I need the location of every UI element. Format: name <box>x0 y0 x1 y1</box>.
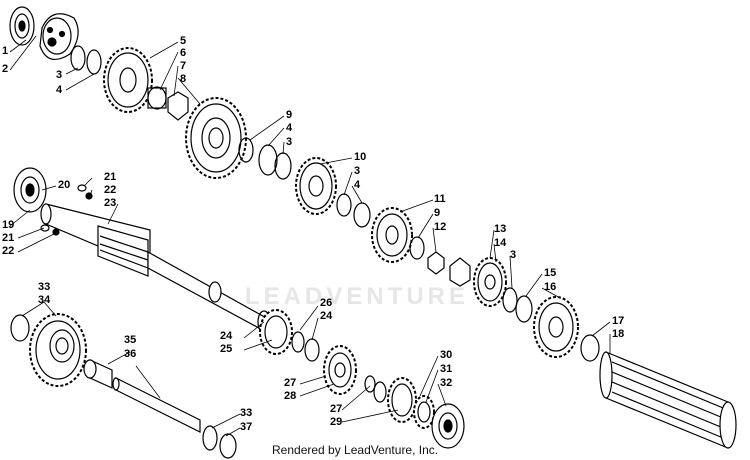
washer-part <box>353 202 371 228</box>
callout-label: 21 <box>2 232 15 244</box>
gear-part-31 <box>413 395 435 429</box>
callout-label: 16 <box>544 281 557 293</box>
pin-part <box>40 224 50 232</box>
callout-label: 9 <box>286 109 293 121</box>
washer-part <box>373 381 387 403</box>
bearing-part-20 <box>13 167 47 213</box>
callout-label: 34 <box>38 294 51 306</box>
callout-label: 3 <box>510 249 517 261</box>
callout-label: 25 <box>220 343 233 355</box>
bearing-part-32 <box>431 403 465 449</box>
callout-label: 23 <box>104 197 117 209</box>
callout-label: 33 <box>38 281 51 293</box>
callout-label: 13 <box>494 223 507 235</box>
callout-label: 32 <box>440 377 453 389</box>
callout-label: 3 <box>354 165 361 177</box>
washer-part <box>10 314 30 342</box>
pin-part <box>52 228 60 236</box>
callout-label: 28 <box>284 390 297 402</box>
callout-label: 14 <box>494 237 507 249</box>
callout-label: 9 <box>434 207 441 219</box>
watermark-text: LEADVENTURE <box>245 283 470 310</box>
hub-plate-part <box>39 13 79 61</box>
callout-label: 18 <box>612 328 625 340</box>
gear-part-8 <box>185 97 247 179</box>
gear-part-13 <box>473 257 507 307</box>
callout-label: 33 <box>240 407 253 419</box>
callout-label: 6 <box>180 47 187 59</box>
callout-label: 22 <box>2 245 15 257</box>
callout-label: 27 <box>330 403 343 415</box>
callout-label: 24 <box>320 310 333 322</box>
gear-part-5 <box>103 47 153 113</box>
splined-washer-part <box>167 91 189 121</box>
leader-lines <box>9 35 611 437</box>
washer-part <box>336 193 352 217</box>
washer-part <box>304 338 320 362</box>
callout-label: 5 <box>180 35 187 47</box>
washer-part <box>274 152 292 180</box>
credit-text: Rendered by LeadVenture, Inc. <box>272 443 439 457</box>
callout-label: 31 <box>440 363 453 375</box>
callout-label: 27 <box>284 377 297 389</box>
bearing-part-1 <box>9 6 35 46</box>
callout-label: 24 <box>220 330 233 342</box>
callout-label: 36 <box>124 348 137 360</box>
washer-part <box>238 137 254 163</box>
callout-label: 2 <box>2 63 9 75</box>
washer-part <box>202 425 218 451</box>
main-shaft-part-23 <box>40 203 271 336</box>
shaft-part-17 <box>599 351 737 449</box>
callout-label: 35 <box>124 334 137 346</box>
washer-part <box>409 236 425 260</box>
callout-label: 37 <box>240 421 253 433</box>
gear-part-34 <box>29 313 87 387</box>
gear-part-10 <box>295 157 337 215</box>
callout-label: 12 <box>434 221 447 233</box>
washer-part <box>258 144 278 176</box>
washer-part <box>70 45 86 71</box>
callout-label: 30 <box>440 349 453 361</box>
washer-part <box>364 375 376 393</box>
callout-label: 10 <box>354 151 367 163</box>
callout-label: 11 <box>434 193 446 205</box>
gear-part-29 <box>387 377 417 423</box>
callout-label: 15 <box>544 267 557 279</box>
washer-part <box>291 331 305 353</box>
callout-label: 20 <box>58 179 71 191</box>
callout-label: 4 <box>56 84 63 96</box>
washer-part <box>86 49 102 75</box>
gear-part-11 <box>371 207 413 263</box>
callout-label: 8 <box>180 73 187 85</box>
callout-label: 21 <box>104 171 117 183</box>
callout-label: 4 <box>354 179 361 191</box>
washer-part <box>580 334 600 362</box>
callout-label: 3 <box>56 69 63 81</box>
pin-part <box>77 184 87 192</box>
callout-label: 26 <box>320 297 333 309</box>
callout-label: 17 <box>612 315 625 327</box>
washer-part <box>515 295 533 323</box>
splined-washer-part <box>427 251 445 275</box>
washer-part <box>219 433 237 459</box>
gear-part-27 <box>323 345 357 395</box>
bushing-part <box>147 86 167 110</box>
callout-label: 19 <box>2 219 15 231</box>
callout-label: 4 <box>286 122 293 134</box>
callout-label: 3 <box>286 136 293 148</box>
callout-label: 29 <box>330 416 343 428</box>
sleeve-part-35 <box>83 359 113 389</box>
shaft-part-36 <box>112 377 201 433</box>
gear-part-15 <box>533 296 579 358</box>
washer-part <box>502 287 518 313</box>
splined-washer-part <box>449 257 471 287</box>
callout-label: 22 <box>104 184 117 196</box>
callout-label: 1 <box>2 45 9 57</box>
gear-part-24 <box>259 309 293 355</box>
callout-label: 7 <box>180 60 187 72</box>
